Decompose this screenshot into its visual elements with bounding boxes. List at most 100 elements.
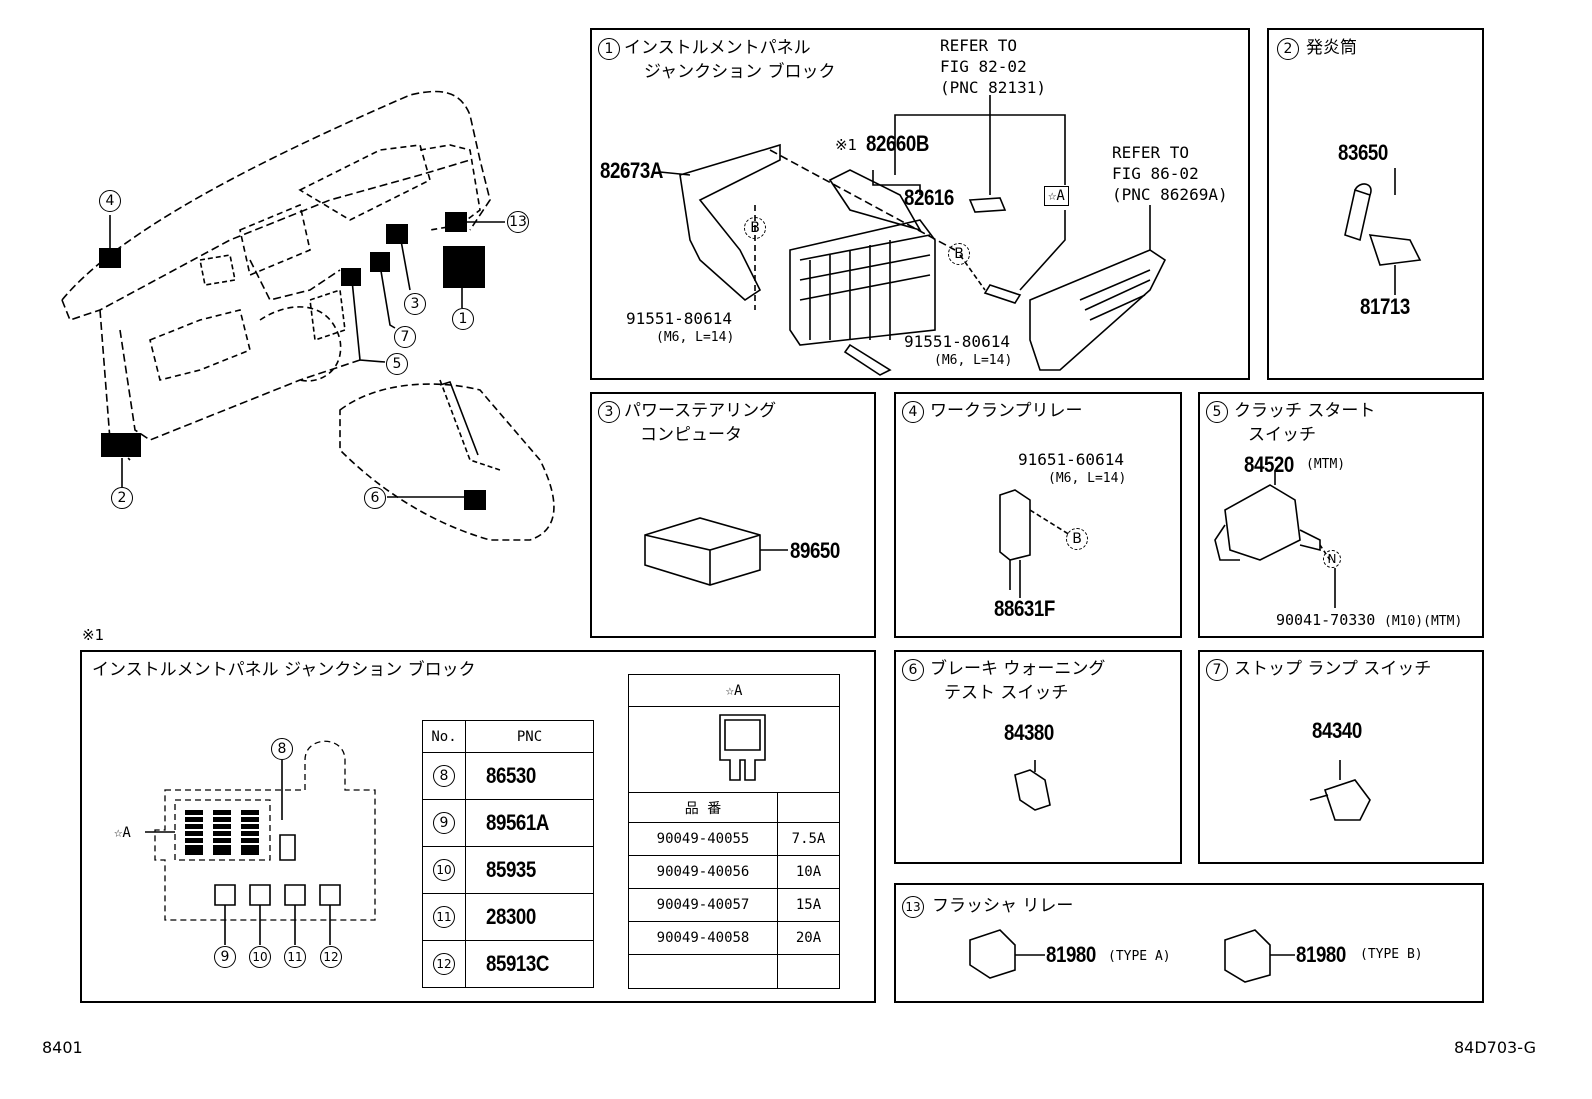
table-row: 10 85935 xyxy=(422,846,594,894)
row-pnc-85913C: 85913C xyxy=(486,951,549,976)
callout-12: 12 xyxy=(320,946,342,968)
callout-13: 13 xyxy=(507,211,529,233)
bolt-marker-b-2: B xyxy=(948,243,970,265)
note-mark-1: ※1 xyxy=(835,136,858,154)
fuse-table: ☆A 品 番 90049-40055 7.5A 90049-40056 10A … xyxy=(628,674,840,989)
row-pnc-28300: 28300 xyxy=(486,904,536,929)
nut-marker-n: N xyxy=(1323,550,1341,568)
fuse-amp: 7.5A xyxy=(777,822,840,856)
panel-2-flare xyxy=(1267,28,1484,380)
bolt-left-part: 91551-80614 xyxy=(626,309,732,328)
panel-1-title-line2: ジャンクション ブロック xyxy=(644,62,836,82)
fuse-part: 90049-40057 xyxy=(628,888,778,922)
panel-4-bolt-spec: (M6, L=14) xyxy=(1048,471,1127,486)
star-a-label: ☆A xyxy=(1044,186,1069,206)
type-b-label: (TYPE B) xyxy=(1360,947,1423,962)
junction-block-panel xyxy=(80,650,876,1003)
panel-1-number: 1 xyxy=(598,38,620,60)
bolt-right-part: 91551-80614 xyxy=(904,332,1010,351)
table-row: 90049-40055 7.5A xyxy=(628,822,840,856)
note-mark-junction: ※1 xyxy=(82,626,105,644)
location-marker-6 xyxy=(464,490,486,510)
callout-2: 2 xyxy=(111,487,133,509)
panel-4-title: ワークランプリレー xyxy=(930,401,1083,421)
panel-5-bolt-note: (M10)(MTM) xyxy=(1384,614,1463,629)
refer-1-line3: (PNC 82131) xyxy=(940,78,1046,97)
callout-6: 6 xyxy=(364,487,386,509)
refer-1-line2: FIG 82-02 xyxy=(940,57,1027,76)
fuse-amp: 20A xyxy=(777,921,840,955)
pnc-table: No. PNC 8 86530 9 89561A 10 85935 11 283… xyxy=(422,720,594,988)
location-marker-2 xyxy=(101,433,141,457)
part-84520: 84520 xyxy=(1244,452,1294,477)
location-marker-4 xyxy=(99,248,121,268)
fuse-amp: 10A xyxy=(777,855,840,889)
junction-star-a: ☆A xyxy=(114,825,131,841)
panel-5-title-line1: クラッチ スタート xyxy=(1234,401,1376,421)
panel-13-number: 13 xyxy=(902,896,924,918)
panel-13-title: フラッシャ リレー xyxy=(932,896,1074,916)
callout-11: 11 xyxy=(284,946,306,968)
part-82616: 82616 xyxy=(904,185,954,210)
fuse-table-col-amp xyxy=(777,792,840,823)
pnc-table-header-no: No. xyxy=(422,720,466,753)
panel-1-junction-block xyxy=(590,28,1250,380)
location-marker-7 xyxy=(370,252,390,272)
table-row: 9 89561A xyxy=(422,799,594,847)
panel-3-number: 3 xyxy=(598,401,620,423)
fuse-table-header: ☆A xyxy=(628,674,840,707)
panel-3-title-line1: パワーステアリング xyxy=(624,401,777,421)
part-84380: 84380 xyxy=(1004,720,1054,745)
table-row: 11 28300 xyxy=(422,893,594,941)
panel-13-flasher-relay xyxy=(894,883,1484,1003)
table-row: 8 86530 xyxy=(422,752,594,800)
refer-2-line2: FIG 86-02 xyxy=(1112,164,1199,183)
panel-4-number: 4 xyxy=(902,401,924,423)
fuse-amp: 15A xyxy=(777,888,840,922)
refer-1-line1: REFER TO xyxy=(940,36,1018,55)
location-marker-5 xyxy=(341,268,361,286)
fuse-part: 90049-40055 xyxy=(628,822,778,856)
callout-5: 5 xyxy=(386,353,408,375)
part-81713: 81713 xyxy=(1360,294,1410,319)
part-84340: 84340 xyxy=(1312,718,1362,743)
panel-7-stop-lamp-switch xyxy=(1198,650,1484,864)
location-marker-1 xyxy=(443,246,485,288)
callout-3: 3 xyxy=(404,293,426,315)
part-83650: 83650 xyxy=(1338,140,1388,165)
panel-5-bolt: 90041-70330 xyxy=(1276,611,1376,629)
row-no-11: 11 xyxy=(433,906,455,928)
table-row xyxy=(628,954,840,989)
pnc-table-header-pnc: PNC xyxy=(465,720,594,753)
callout-7: 7 xyxy=(394,326,416,348)
panel-3-title-line2: コンピュータ xyxy=(640,425,742,445)
table-row: 90049-40057 15A xyxy=(628,888,840,922)
bolt-marker-b-1: B xyxy=(744,217,766,239)
panel-2-title: 発炎筒 xyxy=(1306,38,1357,58)
part-88631F: 88631F xyxy=(994,596,1055,621)
footer-left-code: 8401 xyxy=(42,1038,83,1057)
bolt-left-spec: (M6, L=14) xyxy=(656,330,735,345)
table-row: 12 85913C xyxy=(422,940,594,988)
fuse-illustration-cell xyxy=(628,706,840,793)
bolt-marker-b-3: B xyxy=(1066,528,1088,550)
part-82673A: 82673A xyxy=(600,158,663,183)
location-marker-13 xyxy=(445,212,467,232)
part-82660B: 82660B xyxy=(866,131,929,156)
type-a-label: (TYPE A) xyxy=(1108,949,1171,964)
part-81980-type-a: 81980 xyxy=(1046,942,1096,967)
table-row: 90049-40058 20A xyxy=(628,921,840,955)
location-marker-3 xyxy=(386,224,408,244)
panel-2-number: 2 xyxy=(1277,38,1299,60)
part-81980-type-b: 81980 xyxy=(1296,942,1346,967)
row-no-10: 10 xyxy=(433,859,455,881)
panel-4-bolt: 91651-60614 xyxy=(1018,450,1124,469)
panel-6-title-line2: テスト スイッチ xyxy=(944,683,1069,703)
panel-5-clutch-start-switch xyxy=(1198,392,1484,638)
panel-4-work-lamp-relay xyxy=(894,392,1182,638)
panel-3-power-steering-computer xyxy=(590,392,876,638)
footer-right-code: 84D703-G xyxy=(1454,1038,1536,1057)
panel-1-title-line1: インストルメントパネル xyxy=(624,38,811,58)
table-row: 90049-40056 10A xyxy=(628,855,840,889)
part-84520-note: (MTM) xyxy=(1306,457,1346,472)
